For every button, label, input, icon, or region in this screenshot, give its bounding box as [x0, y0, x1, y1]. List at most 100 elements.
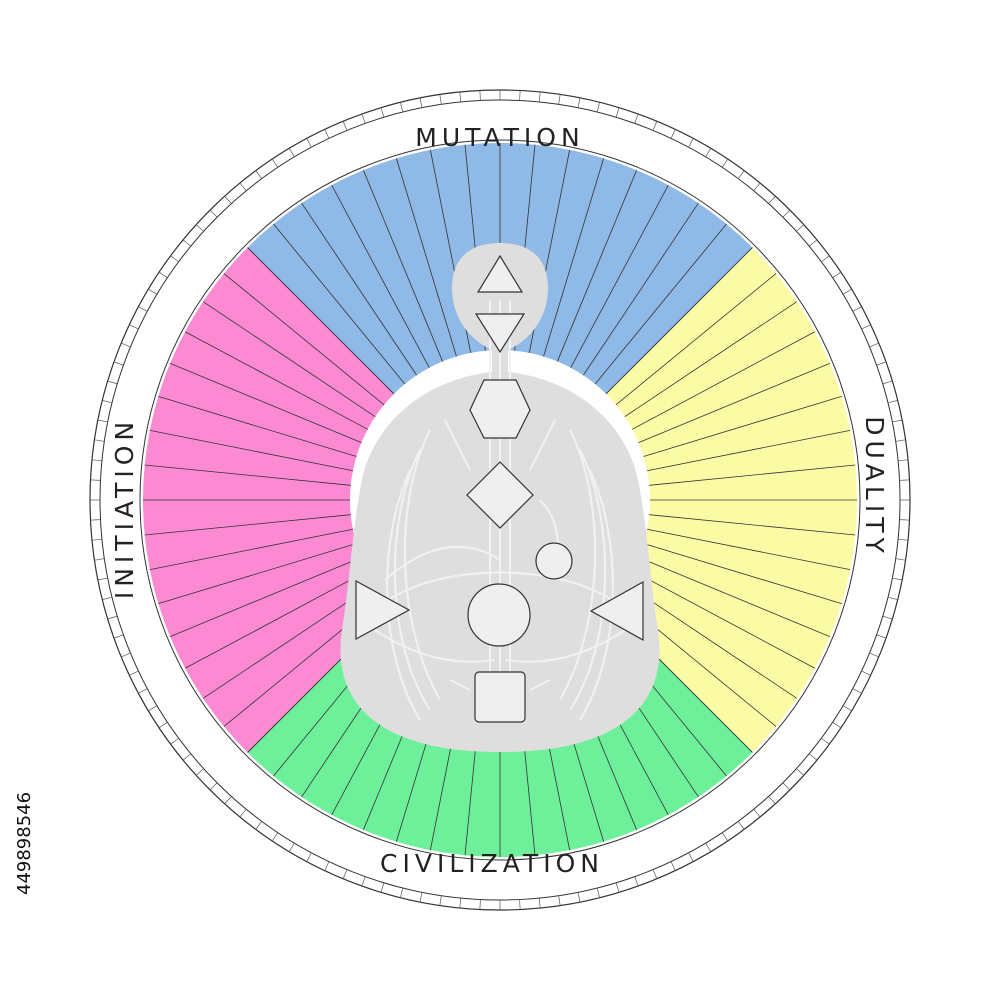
gate-divider-mutation	[594, 223, 727, 385]
ring-tick	[753, 182, 761, 192]
ring-tick	[182, 239, 192, 247]
ring-tick	[898, 538, 909, 541]
ring-tick	[842, 705, 852, 712]
ring-tick	[91, 459, 102, 462]
ring-tick	[688, 138, 694, 148]
ring-tick	[558, 94, 561, 105]
gate-divider-duality	[649, 464, 856, 486]
ring-tick	[737, 170, 745, 179]
ring-tick	[652, 121, 658, 131]
gate-divider-mutation	[395, 158, 457, 357]
ring-tick	[182, 753, 192, 761]
ring-tick	[753, 808, 761, 818]
gate-divider-initiation	[223, 273, 385, 406]
ring-tick	[887, 400, 898, 404]
ring-tick	[634, 113, 639, 124]
gate-divider-initiation	[149, 528, 353, 571]
ring-tick	[148, 288, 158, 295]
sacral-center-circle-icon	[467, 583, 531, 647]
ring-tick	[121, 652, 131, 658]
gate-divider-initiation	[170, 363, 362, 443]
ring-tick	[852, 306, 862, 312]
ring-tick	[170, 255, 179, 263]
ring-tick	[288, 148, 295, 158]
ring-tick	[148, 705, 158, 712]
root-center-square-icon	[474, 671, 526, 723]
ring-tick	[459, 898, 462, 909]
ring-tick	[634, 876, 639, 887]
ring-tick	[439, 895, 442, 906]
gate-divider-duality	[632, 570, 816, 669]
ring-tick	[876, 634, 887, 639]
ring-tick	[737, 821, 745, 830]
ring-tick	[892, 419, 903, 423]
centers	[355, 254, 644, 723]
ring-tick	[895, 439, 906, 442]
ring-tick	[306, 138, 312, 148]
ring-tick	[306, 852, 312, 862]
ring-tick	[596, 887, 600, 898]
ring-tick	[419, 892, 423, 903]
ring-tick	[808, 239, 818, 247]
ring-tick	[832, 271, 842, 279]
ring-tick	[102, 596, 113, 600]
gate-divider-duality	[647, 429, 851, 472]
ring-tick	[209, 209, 218, 218]
ring-tick	[342, 869, 348, 879]
ring-tick	[688, 852, 694, 862]
gate-divider-mutation	[331, 184, 430, 368]
ring-tick	[596, 102, 600, 113]
ring-tick	[129, 670, 139, 676]
ring-tick	[138, 688, 148, 694]
quarter-wedges	[143, 143, 857, 858]
g-center-diamond-icon	[466, 461, 534, 529]
gate-divider-duality	[605, 247, 753, 395]
ring-tick	[895, 558, 906, 561]
gate-divider-mutation	[543, 158, 605, 357]
ring-tick	[577, 892, 581, 903]
gate-divider-initiation	[202, 301, 376, 417]
ring-tick	[102, 400, 113, 404]
ring-tick	[271, 158, 279, 168]
ring-tick	[439, 94, 442, 105]
ring-tick	[796, 224, 805, 232]
ring-tick	[209, 782, 218, 791]
ring-tick	[380, 882, 385, 893]
ring-tick	[361, 876, 366, 887]
quarter-label-duality: DUALITY	[860, 416, 889, 558]
stock-id-text: 449898546	[14, 792, 35, 895]
gate-divider-initiation	[144, 464, 351, 486]
head-center-triangle-icon	[476, 254, 524, 293]
gate-divider-duality	[647, 528, 851, 571]
ring-tick	[170, 737, 179, 745]
gate-divider-duality	[649, 514, 856, 536]
ring-tick	[558, 895, 561, 906]
ring-tick	[158, 271, 168, 279]
gate-divider-mutation	[363, 170, 443, 362]
outer-ring-ticks	[90, 90, 910, 910]
ego-center-circle-icon	[535, 542, 573, 580]
ring-tick	[324, 129, 330, 139]
ring-tick	[721, 158, 729, 168]
ring-tick	[705, 148, 712, 158]
ring-tick	[224, 195, 232, 204]
gate-divider-mutation	[557, 170, 637, 362]
ring-tick	[882, 380, 893, 385]
ring-tick	[821, 737, 830, 745]
ring-tick	[808, 753, 818, 761]
ring-tick	[876, 361, 887, 366]
ring-tick	[869, 652, 879, 658]
gate-divider-duality	[643, 543, 842, 605]
ring-tick	[361, 113, 366, 124]
ring-tick	[400, 102, 404, 113]
ring-tick	[882, 615, 893, 620]
quarter-label-civilization: CIVILIZATION	[380, 849, 604, 878]
ring-tick	[887, 596, 898, 600]
ring-tick	[782, 782, 791, 791]
ring-tick	[94, 558, 105, 561]
gate-divider-initiation	[149, 429, 353, 472]
gate-divider-duality	[632, 331, 816, 430]
ring-tick	[121, 342, 131, 348]
ring-tick	[782, 209, 791, 218]
ring-tick	[892, 577, 903, 581]
